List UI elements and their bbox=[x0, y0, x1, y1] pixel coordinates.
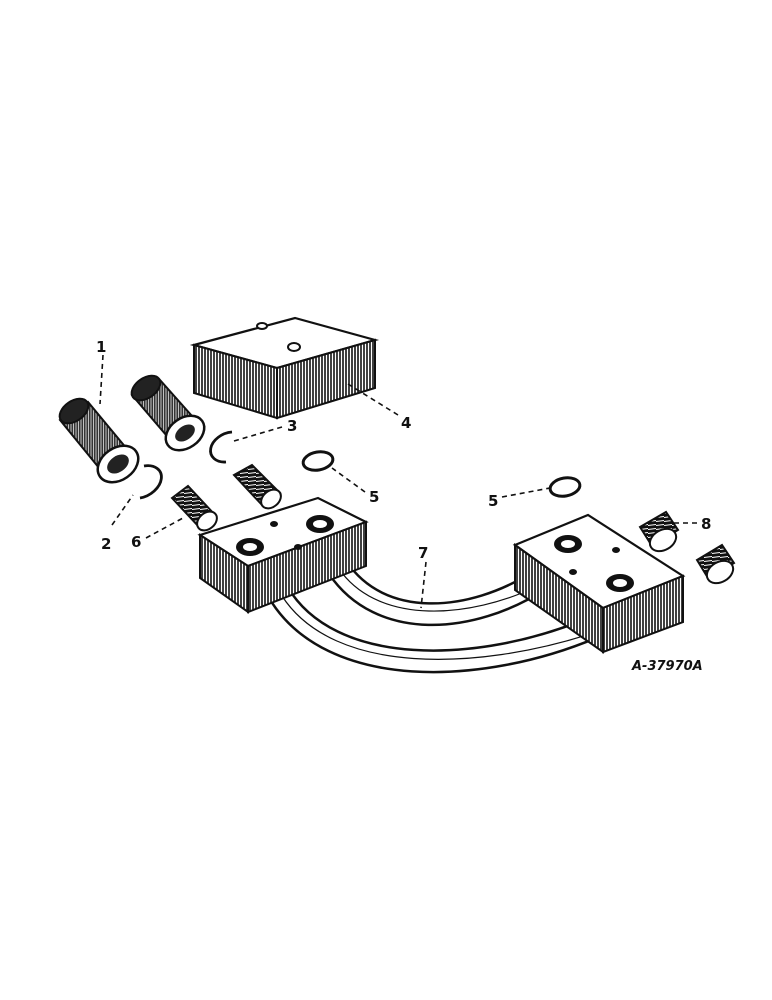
callout-3: 3 bbox=[287, 417, 297, 435]
leader-6 bbox=[145, 517, 184, 539]
part-4-block bbox=[189, 316, 380, 420]
callout-6: 6 bbox=[131, 533, 141, 551]
callout-1: 1 bbox=[96, 338, 106, 356]
part-7-tubes bbox=[267, 560, 597, 674]
callout-8: 8 bbox=[701, 515, 711, 533]
part-6-nipple-right bbox=[232, 463, 282, 510]
leader-5b bbox=[501, 487, 551, 498]
part-3-snap-ring bbox=[209, 430, 233, 464]
leader-5a bbox=[331, 467, 366, 493]
figure-id: A-37970A bbox=[631, 659, 703, 674]
part-8-plug-top bbox=[638, 510, 680, 553]
leader-3 bbox=[233, 426, 283, 442]
manifold-right-block bbox=[512, 513, 686, 654]
leader-lines bbox=[99, 354, 697, 609]
leader-2 bbox=[111, 494, 134, 526]
callout-2: 2 bbox=[101, 535, 111, 553]
part-2-snap-ring bbox=[139, 464, 163, 500]
leader-7 bbox=[420, 561, 427, 609]
callout-5-right: 5 bbox=[488, 492, 498, 510]
part-8-plug-bottom bbox=[695, 543, 736, 585]
part-5-o-ring-left bbox=[301, 450, 335, 472]
leader-4 bbox=[347, 383, 399, 416]
manifold-left-block bbox=[197, 496, 369, 614]
part-5-o-ring-right bbox=[548, 476, 582, 498]
callout-4: 4 bbox=[401, 414, 411, 432]
part-1-fitting-left bbox=[58, 397, 140, 484]
callout-7: 7 bbox=[418, 544, 428, 562]
callout-5-left: 5 bbox=[369, 488, 379, 506]
leader-1 bbox=[99, 354, 104, 405]
part-6-nipple-left bbox=[170, 484, 218, 532]
part-1-fitting-right bbox=[130, 374, 206, 452]
